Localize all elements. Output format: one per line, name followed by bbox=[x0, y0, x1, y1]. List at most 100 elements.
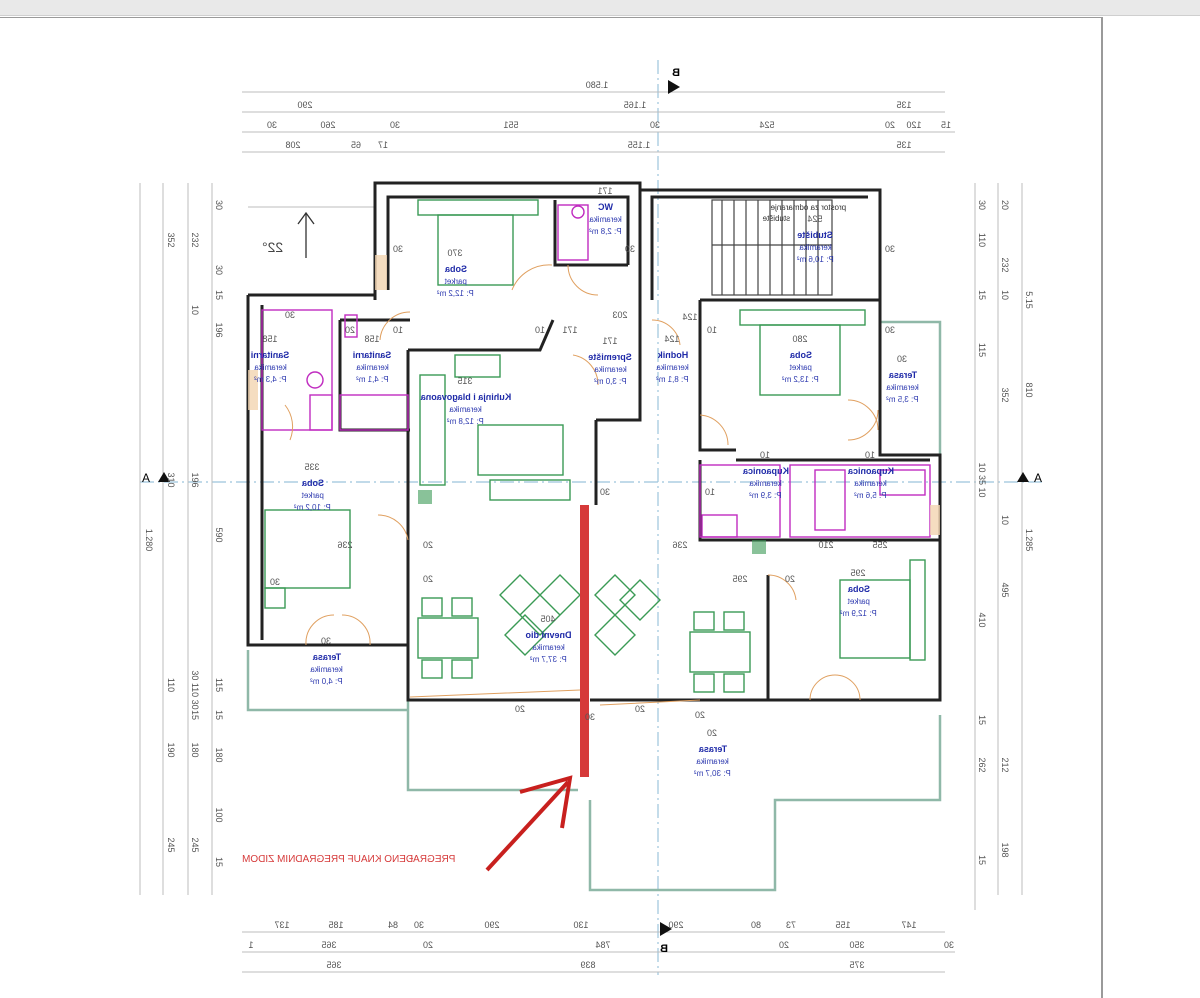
dimension-label: 30 bbox=[393, 244, 403, 254]
room-name: Soba bbox=[789, 350, 812, 360]
room-area: P: 4,0 m² bbox=[310, 677, 343, 686]
dimension-label: 350 bbox=[849, 940, 864, 950]
dimension-label: 15 bbox=[190, 710, 200, 720]
dimension-label: 120 bbox=[906, 120, 921, 130]
room-floor: keramika bbox=[356, 363, 389, 372]
room-name: Kupaonica bbox=[847, 466, 894, 476]
dimension-label: 210 bbox=[818, 540, 833, 550]
room-area: P: 3,5 m² bbox=[886, 395, 919, 404]
terrace-outlines bbox=[246, 320, 942, 892]
dimension-label: 30 bbox=[214, 265, 224, 275]
dimension-label: 208 bbox=[285, 140, 300, 150]
dimension-label: 245 bbox=[190, 837, 200, 852]
room-dimension: 524 bbox=[807, 214, 822, 224]
room-floor: keramika bbox=[594, 365, 627, 374]
room-floor: keramika bbox=[589, 215, 622, 224]
room-name: WC bbox=[598, 202, 613, 212]
dimension-label: 10 bbox=[705, 487, 715, 497]
dimension-label: 375 bbox=[849, 960, 864, 970]
dimension-label: 100 bbox=[214, 807, 224, 822]
north-angle-label: 22° bbox=[262, 239, 283, 255]
dimension-label: 10 bbox=[1000, 515, 1010, 525]
room-dimension: 10 bbox=[865, 450, 875, 460]
dimension-label: 115 bbox=[214, 678, 224, 692]
dimension-label: 30 bbox=[977, 200, 987, 210]
dimension-label: 30 bbox=[285, 310, 295, 320]
dimension-label: 15 bbox=[941, 120, 951, 130]
room-floor: parket bbox=[847, 597, 870, 606]
dimension-label: 20 bbox=[885, 120, 895, 130]
room-area: P: 12,8 m² bbox=[447, 417, 484, 426]
dimension-label: 30 bbox=[625, 244, 635, 254]
dimension-label: 290 bbox=[484, 920, 499, 930]
room-area: P: 10,2 m² bbox=[294, 503, 331, 512]
room-area: P: 4,3 m² bbox=[254, 375, 287, 384]
dimension-label: 30 bbox=[885, 325, 895, 335]
new-partition-wall bbox=[580, 505, 589, 777]
room-area: P: 13,2 m² bbox=[782, 375, 819, 384]
dimension-label: 810 bbox=[1024, 382, 1034, 397]
dimension-label: 196 bbox=[214, 322, 224, 337]
room-area: P: 4,1 m² bbox=[356, 375, 389, 384]
section-label-b-top: B bbox=[672, 67, 680, 79]
dimension-label: 110 bbox=[166, 678, 176, 692]
room-floor: keramika bbox=[886, 383, 919, 392]
sanitary-fixtures bbox=[261, 204, 931, 538]
dimension-label: 30 bbox=[650, 120, 660, 130]
dimension-label: 124 bbox=[682, 312, 697, 322]
dimension-label: 524 bbox=[759, 120, 774, 130]
dimension-label: 30 bbox=[585, 712, 595, 722]
dimension-label: 147 bbox=[901, 920, 916, 930]
dimension-label: 15 bbox=[977, 715, 987, 725]
doors bbox=[248, 255, 940, 706]
dimension-label: 352 bbox=[1000, 387, 1010, 402]
dimension-label: 180 bbox=[214, 747, 224, 762]
room-floor: parket bbox=[789, 363, 812, 372]
dimension-label: 20 bbox=[779, 940, 789, 950]
room-floor: keramika bbox=[799, 243, 832, 252]
room-area: P: 3,0 m² bbox=[594, 377, 627, 386]
section-marker-a-right bbox=[1017, 472, 1029, 482]
partition-annotation: PREGRAĐENO KNAUF PREGRADNIM ZIDOM bbox=[242, 854, 455, 865]
dimension-label: 365 bbox=[326, 960, 341, 970]
room-dimension: 158 bbox=[262, 334, 277, 344]
room-dimension: 405 bbox=[540, 614, 555, 624]
dimension-label: 80 bbox=[751, 920, 761, 930]
room-dimension: 280 bbox=[792, 334, 807, 344]
dimension-label: 1.580 bbox=[586, 80, 609, 90]
room-floor: keramika bbox=[449, 405, 482, 414]
room-area: P: 5,6 m² bbox=[854, 491, 887, 500]
walls bbox=[246, 181, 942, 702]
arrow-icon bbox=[485, 775, 573, 872]
dimension-label: 10 35 10 bbox=[977, 462, 987, 497]
dimension-label: 65 bbox=[351, 140, 361, 150]
room-dimension: 20 bbox=[707, 728, 717, 738]
room-dimension: 124 bbox=[664, 334, 679, 344]
dimension-label: 255 bbox=[872, 540, 887, 550]
dimension-label: 73 bbox=[786, 920, 796, 930]
dimension-label: 245 bbox=[166, 837, 176, 852]
room-name: Terasa bbox=[888, 370, 917, 380]
dimension-label: 15 bbox=[214, 290, 224, 300]
room-area: P: 30,7 m² bbox=[694, 769, 731, 778]
room-dimension: 295 bbox=[850, 568, 865, 578]
dimension-label: 115 bbox=[977, 343, 987, 357]
furniture bbox=[264, 199, 926, 693]
dimension-label: 135 bbox=[896, 140, 911, 150]
room-floor: keramika bbox=[696, 757, 729, 766]
section-label-a-right: A bbox=[1034, 471, 1042, 485]
room-name: Sanitarni bbox=[251, 350, 290, 360]
room-area: P: 37,7 m² bbox=[530, 655, 567, 664]
viewer-toolbar bbox=[0, 0, 1200, 16]
dimension-label: 20 bbox=[345, 325, 355, 335]
dimension-label: 20 bbox=[695, 710, 705, 720]
dimension-label: 30 bbox=[414, 920, 424, 930]
staircase bbox=[711, 199, 833, 296]
dimension-label: 10 bbox=[190, 305, 200, 315]
room-floor: keramika bbox=[532, 643, 565, 652]
dimension-label: 30 bbox=[390, 120, 400, 130]
room-name: Kuhinja i blagovaona bbox=[420, 392, 512, 402]
room-area: P: 8,1 m² bbox=[656, 375, 689, 384]
dimension-label: 30 110 30 bbox=[190, 670, 200, 709]
